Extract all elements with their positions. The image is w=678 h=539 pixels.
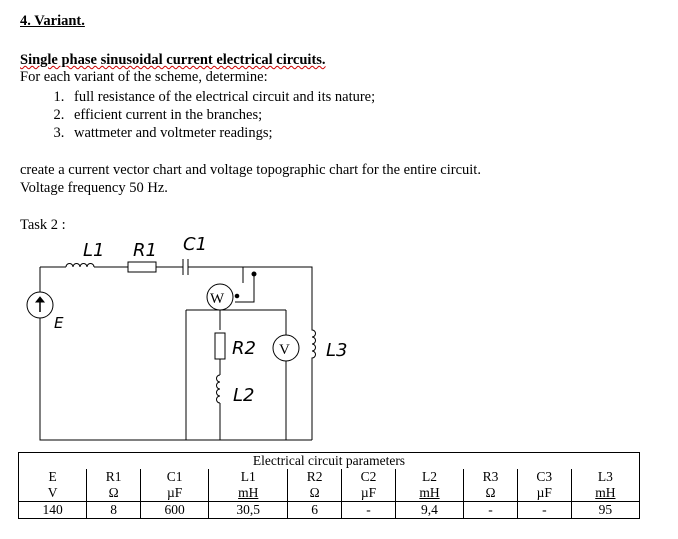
parameters-table: Electrical circuit parameters E R1 C1 L1… xyxy=(17,452,641,519)
table-row-names: E R1 C1 L1 R2 C2 L2 R3 C3 L3 xyxy=(17,469,641,485)
label-l1: L1 xyxy=(83,240,104,261)
table-cell: mH xyxy=(394,485,465,502)
table-caption: Electrical circuit parameters xyxy=(18,452,640,469)
table-cell: 9,4 xyxy=(394,501,465,519)
task-item: wattmeter and voltmeter readings; xyxy=(68,124,375,142)
table-cell: Ω xyxy=(86,485,142,502)
label-l3: L3 xyxy=(326,340,347,361)
task-item: full resistance of the electrical circui… xyxy=(68,88,375,106)
wire-left xyxy=(39,267,312,441)
label-w: W xyxy=(210,291,225,307)
label-e: E xyxy=(54,314,64,332)
capacitor-c1-symbol xyxy=(182,259,189,275)
document-title: Single phase sinusoidal current electric… xyxy=(20,52,326,69)
table-cell: 95 xyxy=(570,501,641,519)
variant-heading: 4. Variant. xyxy=(20,13,85,29)
source-e-symbol xyxy=(26,291,54,319)
resistor-r2-symbol xyxy=(214,332,226,360)
circuit-diagram: L1 R1 C1 E W V R2 L2 L3 xyxy=(26,234,347,441)
task-item: efficient current in the branches; xyxy=(68,106,375,124)
table-cell: L2 xyxy=(394,469,465,485)
label-v: V xyxy=(279,342,290,358)
inductor-l3-symbol xyxy=(311,302,316,440)
table-cell: µF xyxy=(140,485,210,502)
intro-text: For each variant of the scheme, determin… xyxy=(20,69,268,85)
table-cell: E xyxy=(17,469,88,485)
table-cell: µF xyxy=(341,485,396,502)
voltmeter-symbol xyxy=(272,334,300,362)
title-text: Single phase sinusoidal current electric… xyxy=(20,52,326,68)
inductor-l1-symbol xyxy=(65,263,95,268)
table-row-units: V Ω µF mH Ω µF mH Ω µF mH xyxy=(17,485,641,502)
resistor-r1-symbol xyxy=(127,261,157,273)
table-cell: - xyxy=(463,501,518,519)
table-cell: R2 xyxy=(287,469,343,485)
table-cell: - xyxy=(516,501,572,519)
label-r2: R2 xyxy=(232,338,256,359)
table-cell: 600 xyxy=(140,501,210,519)
table-cell: mH xyxy=(570,485,641,502)
table-cell: R1 xyxy=(86,469,142,485)
table-cell: 6 xyxy=(287,501,343,519)
table-cell: - xyxy=(341,501,396,519)
label-r1: R1 xyxy=(133,240,157,261)
frequency-text: Voltage frequency 50 Hz. xyxy=(20,180,168,196)
table-cell: C2 xyxy=(341,469,396,485)
table-cell: Ω xyxy=(463,485,518,502)
wattmeter-dot xyxy=(234,293,240,299)
label-c1: C1 xyxy=(183,234,207,255)
task-label: Task 2 : xyxy=(20,217,66,233)
table-cell: C3 xyxy=(516,469,572,485)
table-cell: mH xyxy=(208,485,289,502)
instruction-text: create a current vector chart and voltag… xyxy=(20,162,481,178)
table-cell: C1 xyxy=(140,469,210,485)
table-cell: L3 xyxy=(570,469,641,485)
table-row-values: 140 8 600 30,5 6 - 9,4 - - 95 xyxy=(17,501,641,519)
table-cell: 30,5 xyxy=(208,501,289,519)
table-cell: V xyxy=(17,485,88,502)
table-cell: µF xyxy=(516,485,572,502)
table-cell: L1 xyxy=(208,469,289,485)
task-list: full resistance of the electrical circui… xyxy=(20,88,375,142)
table-cell: R3 xyxy=(463,469,518,485)
wire-top-right xyxy=(188,266,313,302)
table-cell: Ω xyxy=(287,485,343,502)
wire-wattmeter-voltage xyxy=(235,274,255,303)
inductor-l2-symbol xyxy=(216,374,221,404)
source-arrowhead xyxy=(34,296,46,303)
table-cell: 140 xyxy=(17,501,88,519)
table-cell: 8 xyxy=(86,501,142,519)
label-l2: L2 xyxy=(233,385,254,406)
